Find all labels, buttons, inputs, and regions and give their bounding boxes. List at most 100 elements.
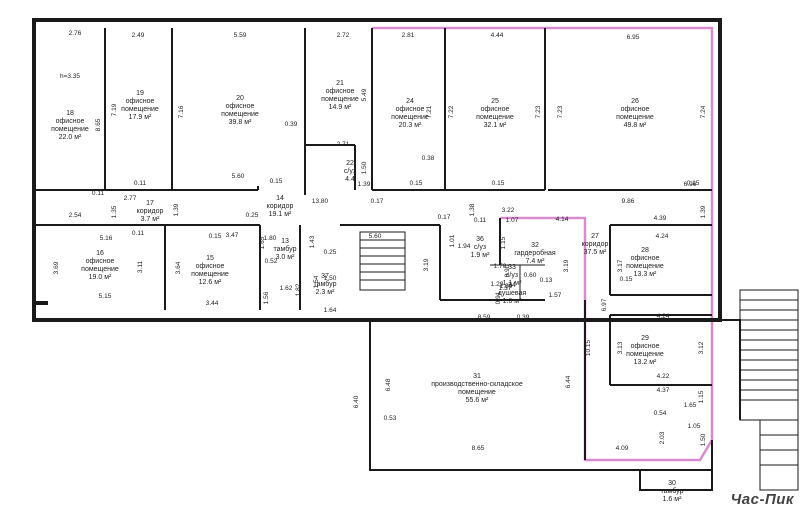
room-name-line2: помещение [616,114,654,121]
room-name: с/уз [474,244,486,251]
dimension-label: 3.12 [698,341,705,354]
dimension-label: 0.15 [620,276,633,283]
dimension-label: 3.69 [53,261,60,274]
dimension-label: 0.54 [654,410,667,417]
room-name: тамбур [661,487,684,495]
dimension-label: 2.77 [124,195,137,202]
room-name: с/уз [506,272,518,279]
dimension-label: 5.16 [100,235,113,242]
room-label-36: 36с/уз1.9 м² [471,236,490,259]
dimension-label: 4.22 [657,373,670,380]
room-name-line2: помещение [221,111,259,118]
room-number: 33 [508,264,516,271]
dimension-label: 0.15 [687,180,700,187]
room-area: 1.1 м² [503,280,522,287]
dimension-label: 1.80 [500,283,513,290]
dimension-label: 0.91 [495,291,502,304]
room-area: 13.2 м² [634,359,657,366]
room-number: 28 [641,247,649,254]
room-area: 14.9 м² [329,104,352,111]
dimension-label: 0.90 [504,264,511,277]
dimension-label: 7.16 [178,105,185,118]
room-name-line2: помещение [391,114,429,121]
dimension-label: 7.22 [448,105,455,118]
room-number: 16 [96,250,104,257]
room-number: 32 [531,242,539,249]
dimension-label: 1.54 [313,275,320,288]
dimension-label: 3.44 [206,300,219,307]
dimension-label: 7.24 [700,105,707,118]
room-name: коридор [137,208,164,215]
dimension-label: 5.15 [99,293,112,300]
room-number: 20 [236,95,244,102]
dimension-label: 1.39 [358,181,371,188]
room-area: 32.1 м² [484,122,507,129]
dimension-label: 10.15 [585,339,592,356]
room-name: офисное [126,98,155,105]
room-name: офисное [196,263,225,270]
dimension-label: 0.60 [524,272,537,279]
room-name-line2: помещение [458,389,496,396]
dimension-label: 2.03 [659,431,666,444]
dimension-label: 6.95 [627,34,640,41]
room-number: 13 [281,238,289,245]
dimension-label: 1.80 [264,235,277,242]
dimension-label: 4.09 [616,445,629,452]
dimension-label: 0.38 [422,155,435,162]
dimension-label: 7.23 [535,105,542,118]
dimension-label: 1.39 [700,205,707,218]
dimension-label: 1.37 [499,285,512,292]
dimension-label: 4.44 [491,32,504,39]
dimension-label: 0.39 [285,121,298,128]
dimension-label: 1.65 [684,402,697,409]
dimension-label: 0.15 [492,180,505,187]
room-number: 18 [66,110,74,117]
room-number: 31 [473,373,481,380]
dimension-label: 1.15 [500,236,507,249]
room-number: 26 [631,98,639,105]
room-area: 2.3 м² [316,289,335,296]
dimension-label: 3.19 [563,259,570,272]
room-number: 19 [136,90,144,97]
dimension-label: 1.50 [700,433,707,446]
room-number: 15 [206,255,214,262]
room-name-line2: помещение [81,266,119,273]
dimension-label: 6.44 [565,375,572,388]
room-name-line2: помещение [51,126,89,133]
room-area: 55.6 м² [466,397,489,404]
room-name: офисное [631,255,660,262]
dimension-label: 3.11 [137,261,144,274]
room-number: 30 [668,480,676,487]
room-area: 22.0 м² [59,134,82,141]
room-name-line2: помещение [321,96,359,103]
dimension-label: 1.50 [324,275,337,282]
dimension-label: 2.54 [69,212,82,219]
room-name: душевая [498,290,527,297]
room-name-line2: помещение [121,106,159,113]
dimension-label: 1.82 [295,283,302,296]
dimension-label: 1.39 [173,203,180,216]
dimension-label: 6.48 [385,378,392,391]
outer-walls [32,18,741,471]
dimension-label: 7.19 [111,103,118,116]
dimension-label: 5.59 [234,32,247,39]
dimension-label: 7.21 [426,105,433,118]
dimension-label: 2.72 [337,32,350,39]
room-name: гардеробная [514,249,556,257]
ceiling-height-label: h=3.35 [60,73,80,80]
room-label-31: 31производственно-складскоепомещение55.6… [431,373,523,404]
dimension-label: 4.14 [556,216,569,223]
room-number: 14 [276,195,284,202]
room-number: 24 [406,98,414,105]
dimension-label: 0.11 [132,230,145,237]
